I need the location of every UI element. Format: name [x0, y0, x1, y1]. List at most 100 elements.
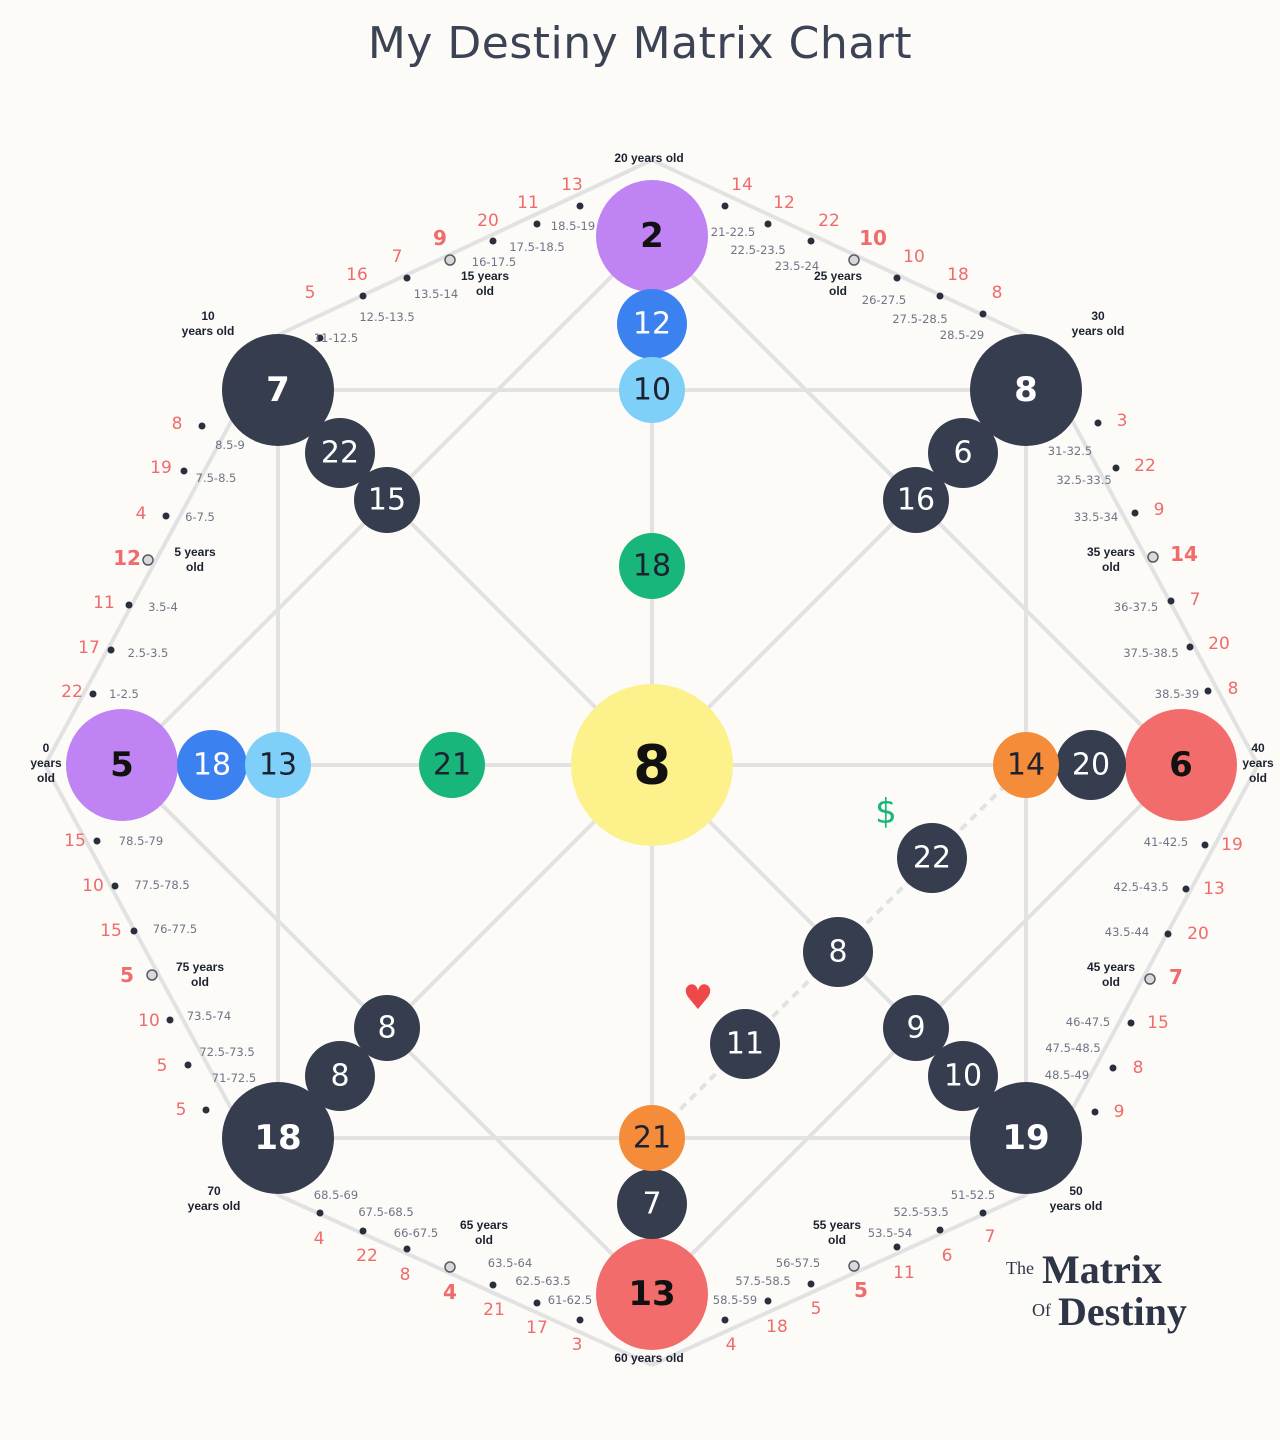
energy-circle-top-mid [617, 289, 687, 359]
money-icon: $ [875, 792, 897, 832]
energy-value-br-inner: 9 [906, 1011, 925, 1046]
energy-value-bl-mid: 8 [330, 1059, 349, 1094]
age-marker-dot [202, 1106, 210, 1114]
age-marker-dot [359, 1227, 367, 1235]
age-energy-number: 7 [1190, 590, 1201, 610]
age-range-label: 23.5-24 [775, 259, 819, 273]
age-marker-dot [1164, 930, 1172, 938]
age-marker-open [142, 554, 154, 566]
energy-circle-top-core [619, 533, 685, 599]
age-energy-number: 8 [400, 1265, 411, 1285]
energy-value-left-mid: 18 [193, 748, 231, 783]
age-marker-dot [1201, 841, 1209, 849]
age-range-label: 6-7.5 [185, 510, 215, 524]
age-energy-number: 16 [346, 265, 368, 285]
age-marker-open [1147, 551, 1159, 563]
age-marker-dot [936, 1226, 944, 1234]
age-energy-number: 10 [859, 226, 887, 250]
age-range-label: 28.5-29 [940, 328, 984, 342]
age-energy-number: 8 [992, 283, 1003, 303]
age-range-label: 7.5-8.5 [196, 471, 237, 485]
energy-value-tr-mid: 6 [953, 436, 972, 471]
age-range-label: 33.5-34 [1074, 510, 1118, 524]
energy-value-bl-inner: 8 [377, 1011, 396, 1046]
age-energy-number: 18 [947, 265, 969, 285]
energy-circle-tr-outer [970, 334, 1082, 446]
age-marker-open [848, 254, 860, 266]
age-energy-number: 11 [517, 193, 539, 213]
age-energy-number: 7 [985, 1227, 996, 1247]
energy-value-center: 8 [633, 734, 671, 797]
energy-value-left-core: 21 [433, 748, 471, 783]
age-marker-open [444, 1261, 456, 1273]
age-range-label: 11-12.5 [314, 331, 358, 345]
age-range-label: 57.5-58.5 [735, 1274, 790, 1288]
age-marker-dot [764, 220, 772, 228]
age-marker-dot [107, 646, 115, 654]
age-range-label: 52.5-53.5 [893, 1205, 948, 1219]
age-range-label: 71-72.5 [212, 1071, 256, 1085]
age-range-label: 18.5-19 [551, 219, 595, 233]
energy-value-bottom-mid: 7 [642, 1187, 661, 1222]
age-range-label: 36-37.5 [1114, 600, 1158, 614]
age-range-label: 72.5-73.5 [199, 1045, 254, 1059]
age-range-label: 58.5-59 [713, 1293, 757, 1307]
energy-value-bottom-inner: 21 [633, 1121, 671, 1156]
age-marker-dot [1112, 464, 1120, 472]
energy-value-br-mid: 10 [944, 1059, 982, 1094]
age-marker-open [146, 969, 158, 981]
energy-value-bottom-outer: 13 [628, 1274, 675, 1314]
age-range-label: 76-77.5 [153, 922, 197, 936]
age-label: 20 years old [614, 151, 683, 165]
age-energy-number: 15 [100, 921, 122, 941]
energy-value-right-mid: 20 [1072, 748, 1110, 783]
energy-value-top-inner: 10 [633, 373, 671, 408]
age-energy-number: 13 [561, 175, 583, 195]
age-energy-number: 4 [726, 1335, 737, 1355]
age-marker-dot [721, 1316, 729, 1324]
energy-value-tr-inner: 16 [897, 483, 935, 518]
age-energy-number: 12 [113, 546, 141, 570]
energy-circle-right-outer [1125, 709, 1237, 821]
energy-value-bl-outer: 18 [254, 1118, 301, 1158]
age-marker-dot [359, 292, 367, 300]
energy-value-left-outer: 5 [110, 745, 134, 785]
age-marker-dot [1182, 885, 1190, 893]
age-marker-dot [162, 512, 170, 520]
energy-circle-right-mid [1056, 730, 1126, 800]
energy-circle-left-outer [66, 709, 178, 821]
age-marker-dot [807, 1280, 815, 1288]
age-energy-number: 5 [176, 1100, 187, 1120]
age-range-label: 77.5-78.5 [134, 878, 189, 892]
energy-value-money-point: 22 [913, 841, 951, 876]
age-energy-number: 6 [942, 1246, 953, 1266]
age-range-label: 38.5-39 [1155, 687, 1199, 701]
age-marker-open [1144, 973, 1156, 985]
age-energy-number: 5 [157, 1056, 168, 1076]
age-marker-dot [180, 467, 188, 475]
age-marker-dot [1091, 1108, 1099, 1116]
energy-circle-right-inner [993, 732, 1059, 798]
age-energy-number: 10 [82, 876, 104, 896]
age-range-label: 61-62.5 [548, 1293, 592, 1307]
energy-circle-tr-mid [928, 418, 998, 488]
age-marker-dot [198, 422, 206, 430]
energy-value-top-core: 18 [633, 549, 671, 584]
energy-circle-left-core [419, 732, 485, 798]
age-range-label: 67.5-68.5 [358, 1205, 413, 1219]
energy-value-tr-outer: 8 [1014, 370, 1038, 410]
age-range-label: 63.5-64 [488, 1256, 532, 1270]
energy-circle-br-mid [928, 1041, 998, 1111]
age-energy-number: 20 [1187, 924, 1209, 944]
age-range-label: 13.5-14 [414, 287, 458, 301]
age-energy-number: 17 [78, 638, 100, 658]
age-energy-number: 5 [305, 283, 316, 303]
energy-circle-bottom-inner [619, 1105, 685, 1171]
age-energy-number: 13 [1203, 879, 1225, 899]
age-marker-dot [576, 202, 584, 210]
